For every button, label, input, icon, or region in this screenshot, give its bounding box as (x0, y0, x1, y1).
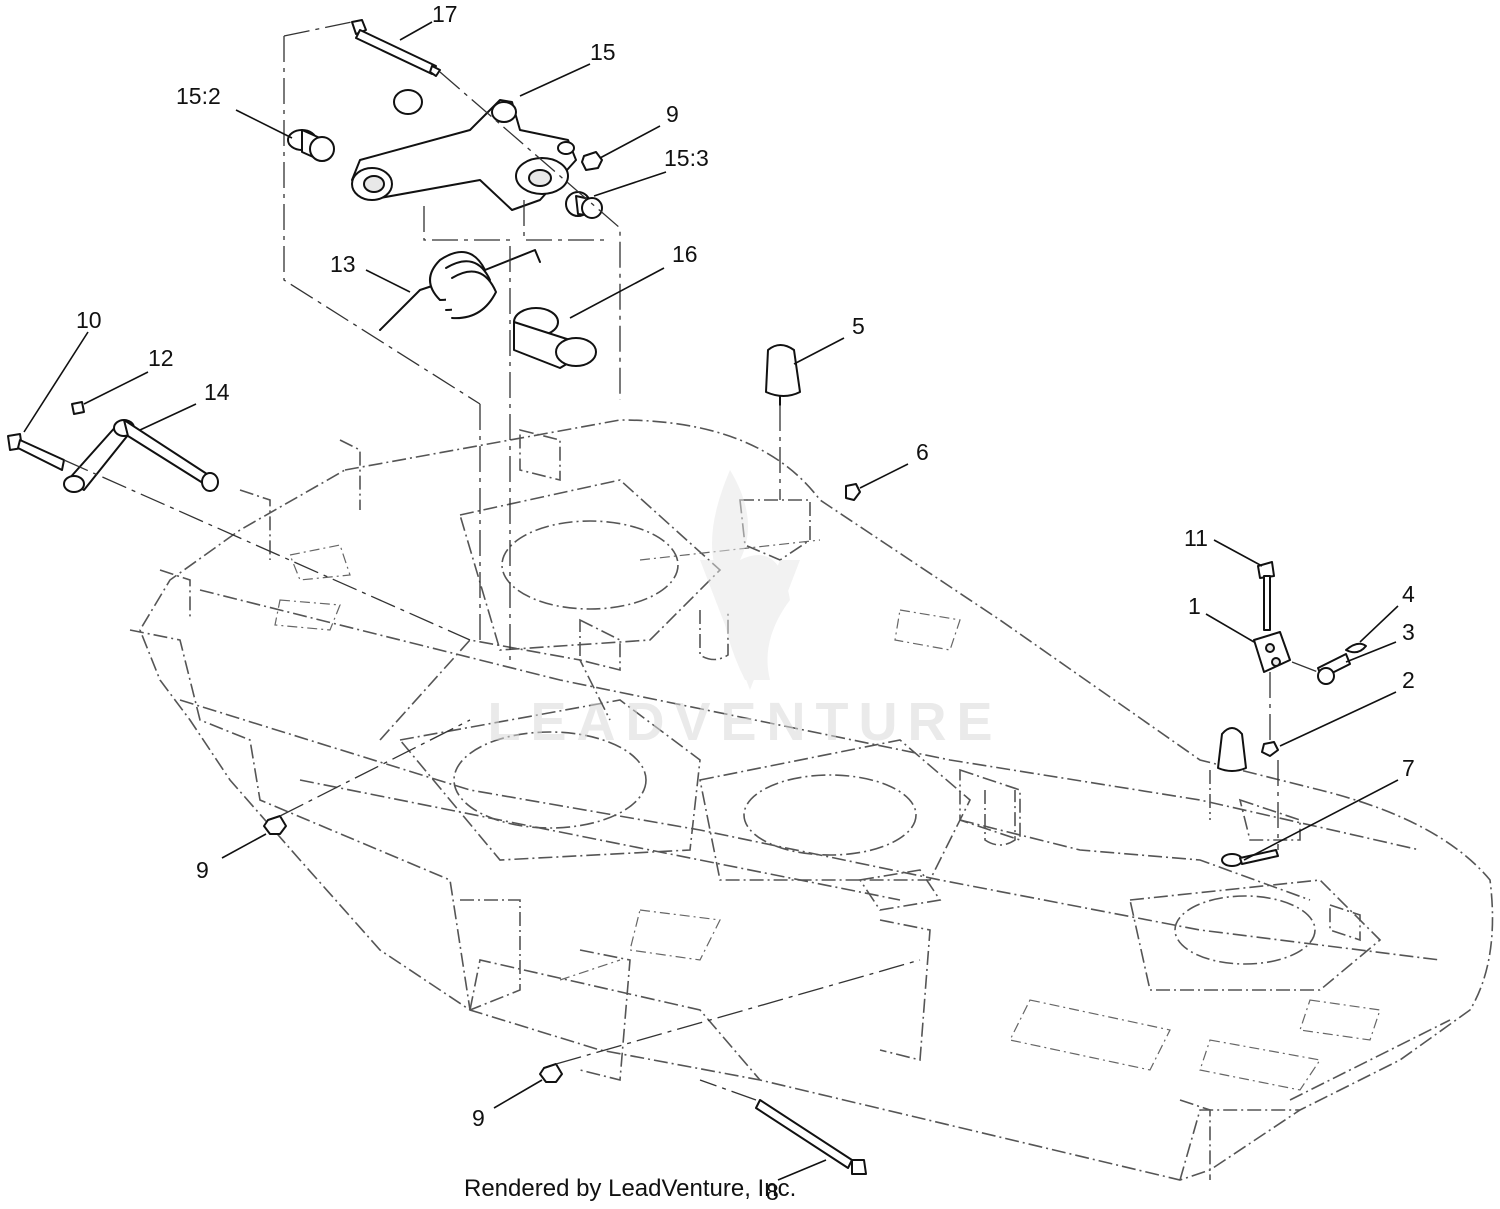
part-4-hairpin-clip (1345, 642, 1367, 654)
callout-16: 16 (672, 241, 698, 267)
part-9-nut-top (581, 151, 603, 171)
mower-deck-housing (129, 419, 1494, 1181)
part-5-bumper (765, 344, 801, 406)
part-14-pivot-arm (63, 419, 219, 493)
part-13-torsion-spring (379, 249, 541, 331)
deck-bumper-right (1209, 727, 1247, 820)
callout-6: 6 (916, 439, 929, 465)
callout-3: 3 (1402, 619, 1415, 645)
callout-9-bottom: 9 (472, 1105, 485, 1131)
render-credit: Rendered by LeadVenture, Inc. (464, 1175, 796, 1202)
callout-11: 11 (1184, 525, 1208, 551)
part-7-bolt (1221, 849, 1279, 867)
callout-7: 7 (1402, 755, 1415, 781)
callout-leader-lines (23, 21, 1399, 1181)
callout-9-top: 9 (666, 101, 679, 127)
part-3-pin (1317, 653, 1351, 685)
callout-15-3: 15:3 (664, 145, 709, 171)
leadventure-watermark (700, 470, 800, 690)
part-9-nut-bottom (539, 1063, 563, 1083)
watermark-text: LEADVENTURE (487, 692, 1002, 752)
part-11-rod (1257, 561, 1275, 631)
part-15-idler-arm (351, 89, 577, 211)
part-8-bolt (755, 1099, 867, 1175)
callout-17: 17 (432, 1, 458, 27)
part-2-nut (1261, 741, 1279, 757)
callout-1: 1 (1188, 593, 1201, 619)
callout-5: 5 (852, 313, 865, 339)
callout-10: 10 (76, 307, 102, 333)
part-12-grease-fitting (71, 401, 85, 415)
assembly-phantom-lines (63, 21, 1319, 1101)
callout-13: 13 (330, 251, 356, 277)
part-9-nut-left (263, 815, 287, 835)
callout-2: 2 (1402, 667, 1415, 693)
part-10-bolt (7, 433, 65, 471)
callout-8: 8 (766, 1179, 779, 1205)
callout-15: 15 (590, 39, 616, 65)
part-1-bracket (1253, 631, 1291, 673)
callout-15-2: 15:2 (176, 83, 221, 109)
callout-14: 14 (204, 379, 230, 405)
part-6-fastener (845, 483, 861, 501)
callout-9-left: 9 (196, 857, 209, 883)
part-15-3-bushing (565, 191, 603, 219)
callout-4: 4 (1402, 581, 1415, 607)
callout-12: 12 (148, 345, 174, 371)
part-16-spacer (513, 307, 597, 369)
part-17-bolt (351, 19, 441, 77)
part-15-2-bushing (287, 129, 335, 162)
